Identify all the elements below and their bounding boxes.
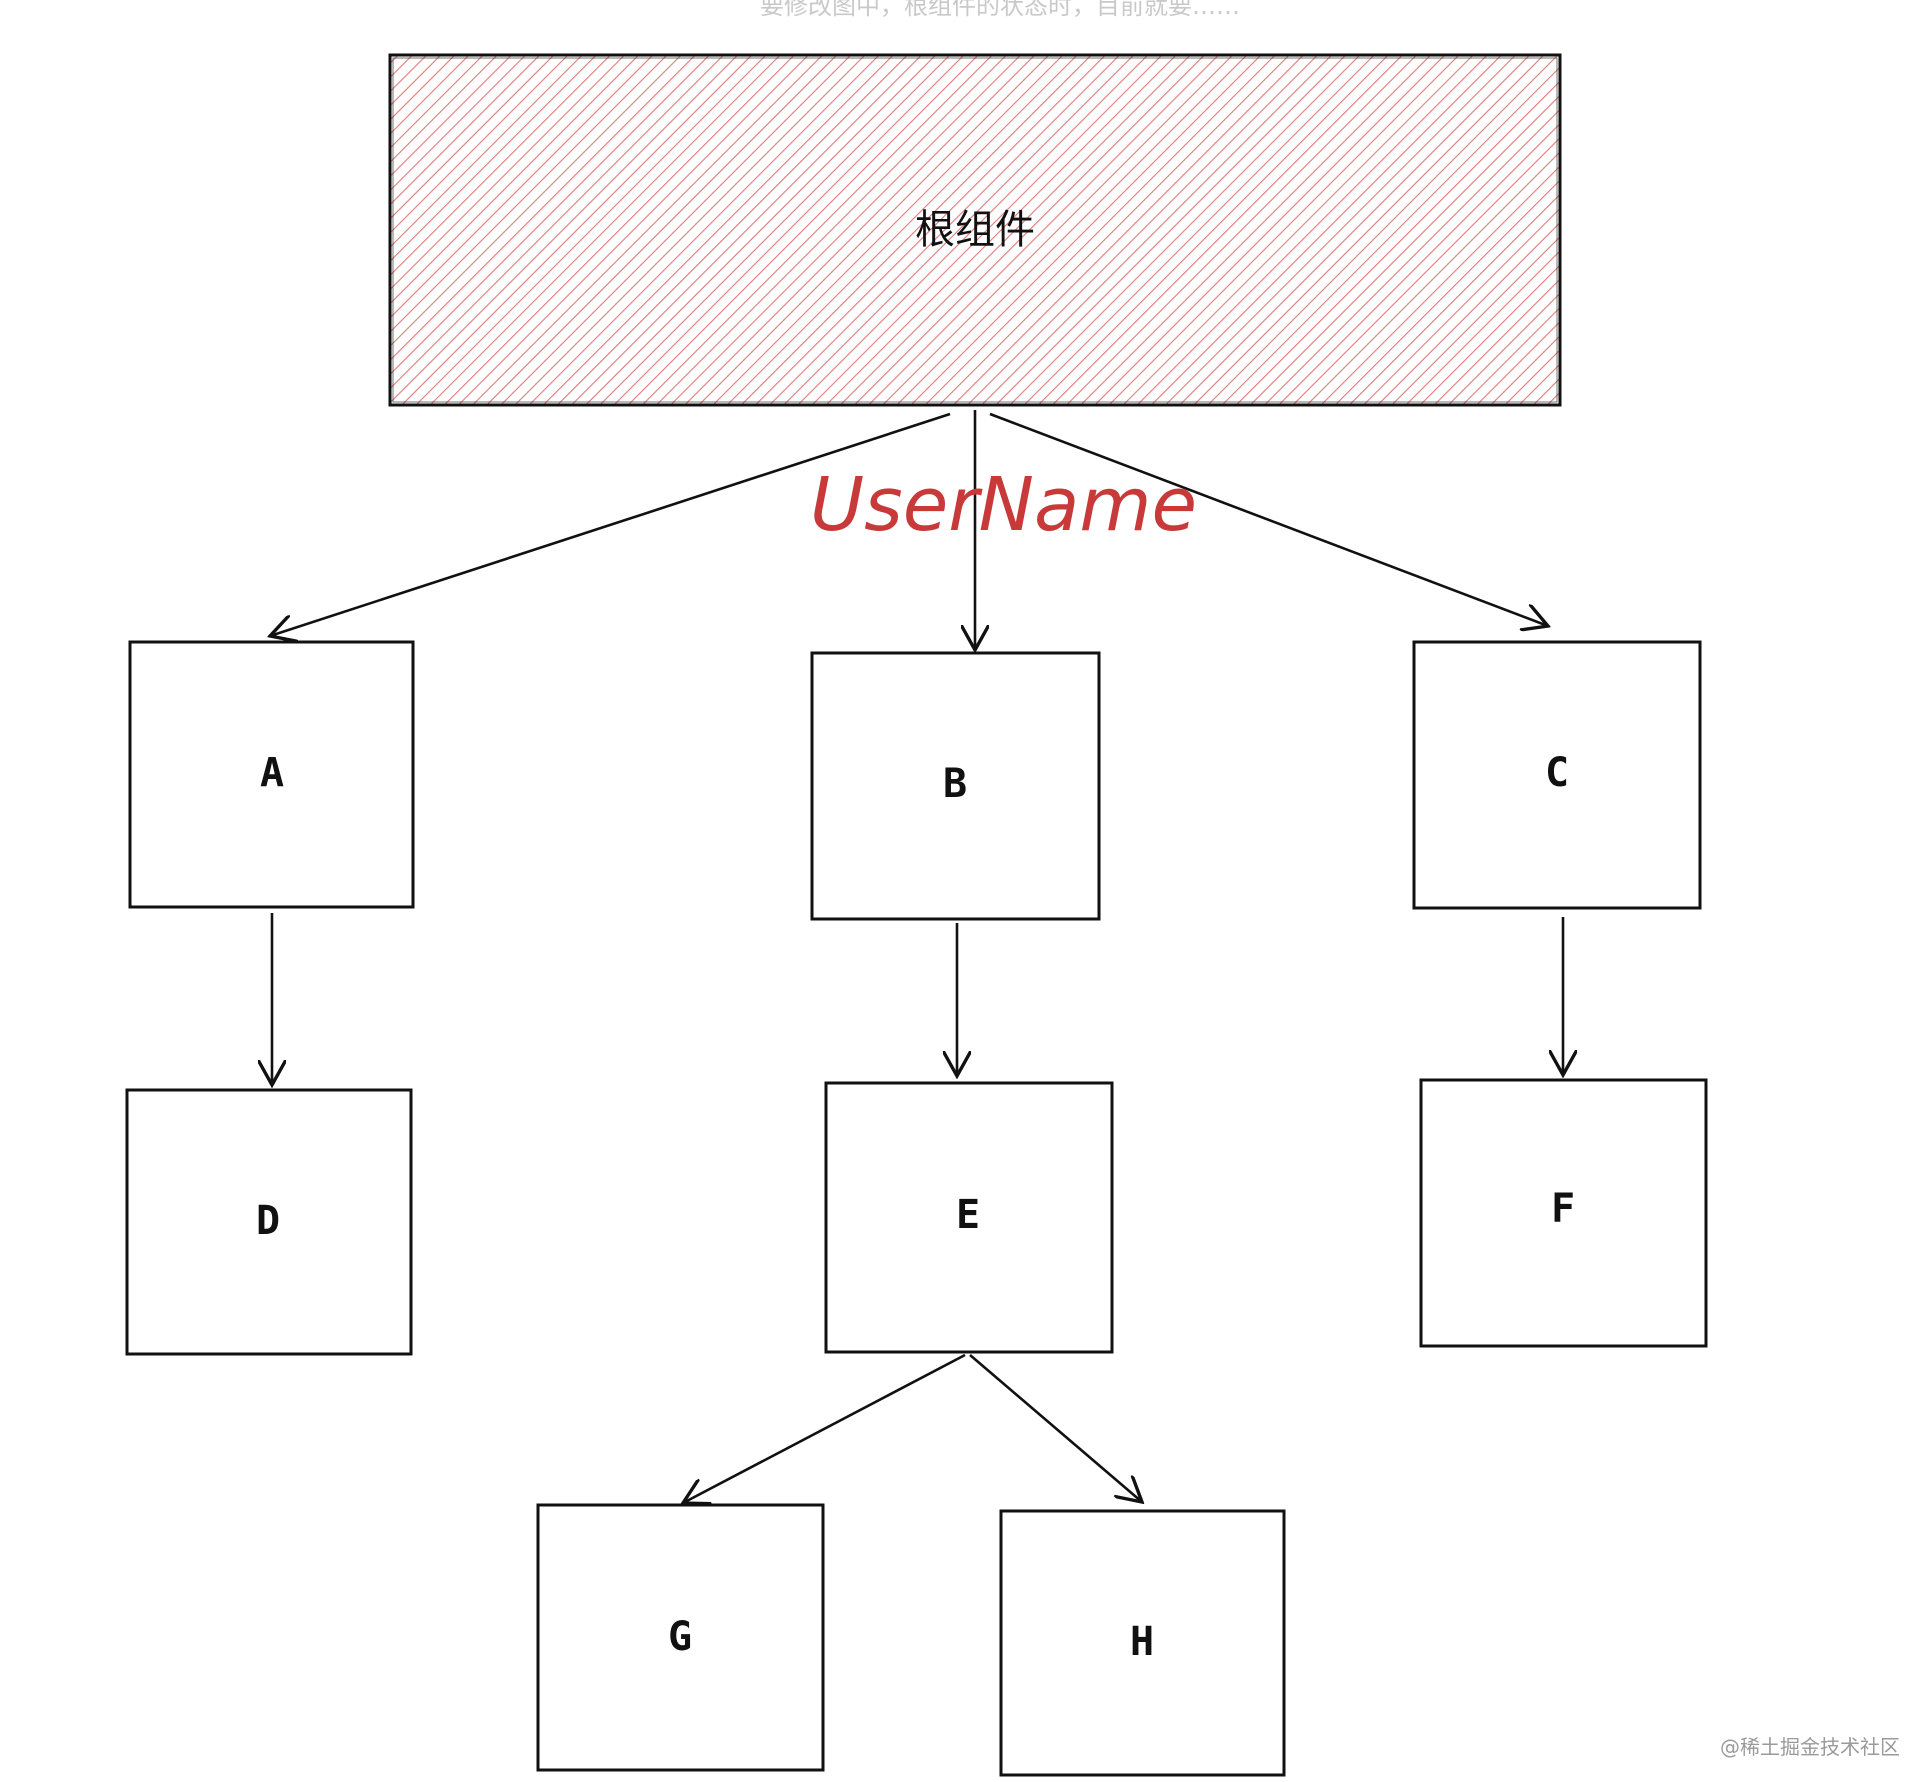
edge-e-to-h (969, 1354, 1142, 1502)
node-h-label: H (1130, 1619, 1154, 1665)
username-label: UserName (810, 462, 1197, 548)
node-a: A (128, 640, 415, 909)
node-d: D (125, 1088, 413, 1356)
node-d-label: D (256, 1198, 280, 1244)
node-h: H (999, 1509, 1286, 1777)
node-e: E (824, 1081, 1114, 1354)
node-c: C (1412, 640, 1702, 910)
node-c-label: C (1545, 750, 1569, 796)
node-a-label: A (260, 750, 284, 796)
root-component-box: 根组件 (388, 53, 1562, 407)
node-f: F (1419, 1078, 1708, 1348)
watermark: @稀土掘金技术社区 (1720, 1735, 1900, 1759)
edge-root-to-c (989, 412, 1548, 626)
node-e-label: E (956, 1192, 980, 1238)
node-g: G (536, 1503, 825, 1772)
edge-e-to-g (683, 1353, 966, 1503)
node-f-label: F (1551, 1186, 1575, 1232)
root-component-label: 根组件 (915, 207, 1035, 253)
edge-root-to-a (270, 412, 951, 636)
top-caption: 要修改图中，根组件的状态时，目前就要…… (760, 0, 1240, 20)
node-g-label: G (668, 1614, 692, 1660)
node-b: B (810, 651, 1101, 921)
node-b-label: B (943, 761, 967, 807)
